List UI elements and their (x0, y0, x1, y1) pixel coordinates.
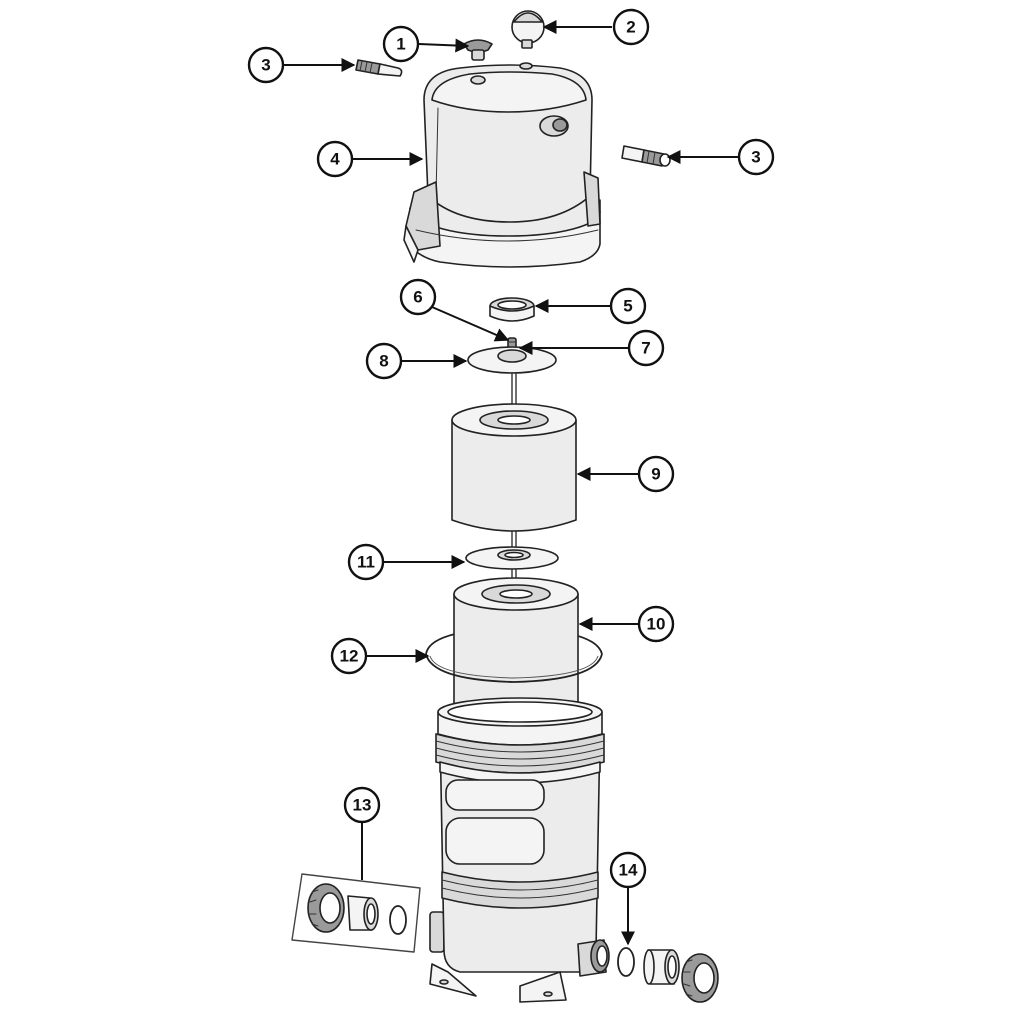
part-1-air-relief-knob (463, 39, 493, 61)
callout-3-right: 3 (737, 138, 775, 176)
callout-3-left-label: 3 (261, 56, 270, 75)
callout-3-right-label: 3 (751, 148, 760, 167)
right-union-nut (681, 953, 719, 1003)
callout-13-label: 13 (353, 796, 372, 815)
callout-5-label: 5 (623, 297, 632, 316)
callout-14: 14 (609, 851, 647, 889)
callout-9: 9 (637, 455, 675, 493)
callout-6-label: 6 (413, 288, 422, 307)
callout-10: 10 (637, 605, 675, 643)
part-14-o-ring (617, 947, 635, 977)
part-3-pin-right (621, 145, 671, 167)
callout-7-label: 7 (641, 339, 650, 358)
part-11-spacer-plate (465, 546, 559, 570)
callout-4: 4 (316, 140, 354, 178)
callout-13: 13 (343, 786, 381, 824)
filter-tank-body (429, 697, 610, 1003)
callout-11-label: 11 (357, 553, 375, 572)
callout-1-label: 1 (396, 35, 405, 54)
right-tailpiece (643, 949, 680, 985)
part-5-collar-ring (489, 297, 535, 322)
callout-10-label: 10 (647, 615, 666, 634)
callout-8: 8 (365, 342, 403, 380)
leader-1 (418, 38, 470, 53)
callout-5: 5 (609, 287, 647, 325)
callout-4-label: 4 (330, 150, 340, 169)
callout-8-label: 8 (379, 352, 388, 371)
callout-6: 6 (399, 278, 437, 316)
leader-6 (431, 306, 510, 342)
part-4-filter-lid (403, 62, 601, 268)
callout-9-label: 9 (651, 465, 660, 484)
callout-7: 7 (627, 329, 665, 367)
callout-12: 12 (330, 637, 368, 675)
callout-1: 1 (382, 25, 420, 63)
part-10-lower-cartridge (453, 577, 579, 733)
leader-lines (284, 20, 738, 946)
callout-14-label: 14 (619, 861, 638, 880)
callout-2-label: 2 (626, 18, 635, 37)
callout-3-left: 3 (247, 46, 285, 84)
part-2-pressure-gauge (511, 10, 545, 49)
part-8-top-plate (467, 346, 557, 374)
part-9-upper-cartridge (451, 403, 577, 532)
part-13-union-kit (291, 873, 421, 953)
part-3-pin-left (355, 59, 403, 77)
callout-2: 2 (612, 8, 650, 46)
callout-11: 11 (347, 543, 385, 581)
part-12-o-ring-front (425, 653, 603, 683)
callout-12-label: 12 (340, 647, 359, 666)
